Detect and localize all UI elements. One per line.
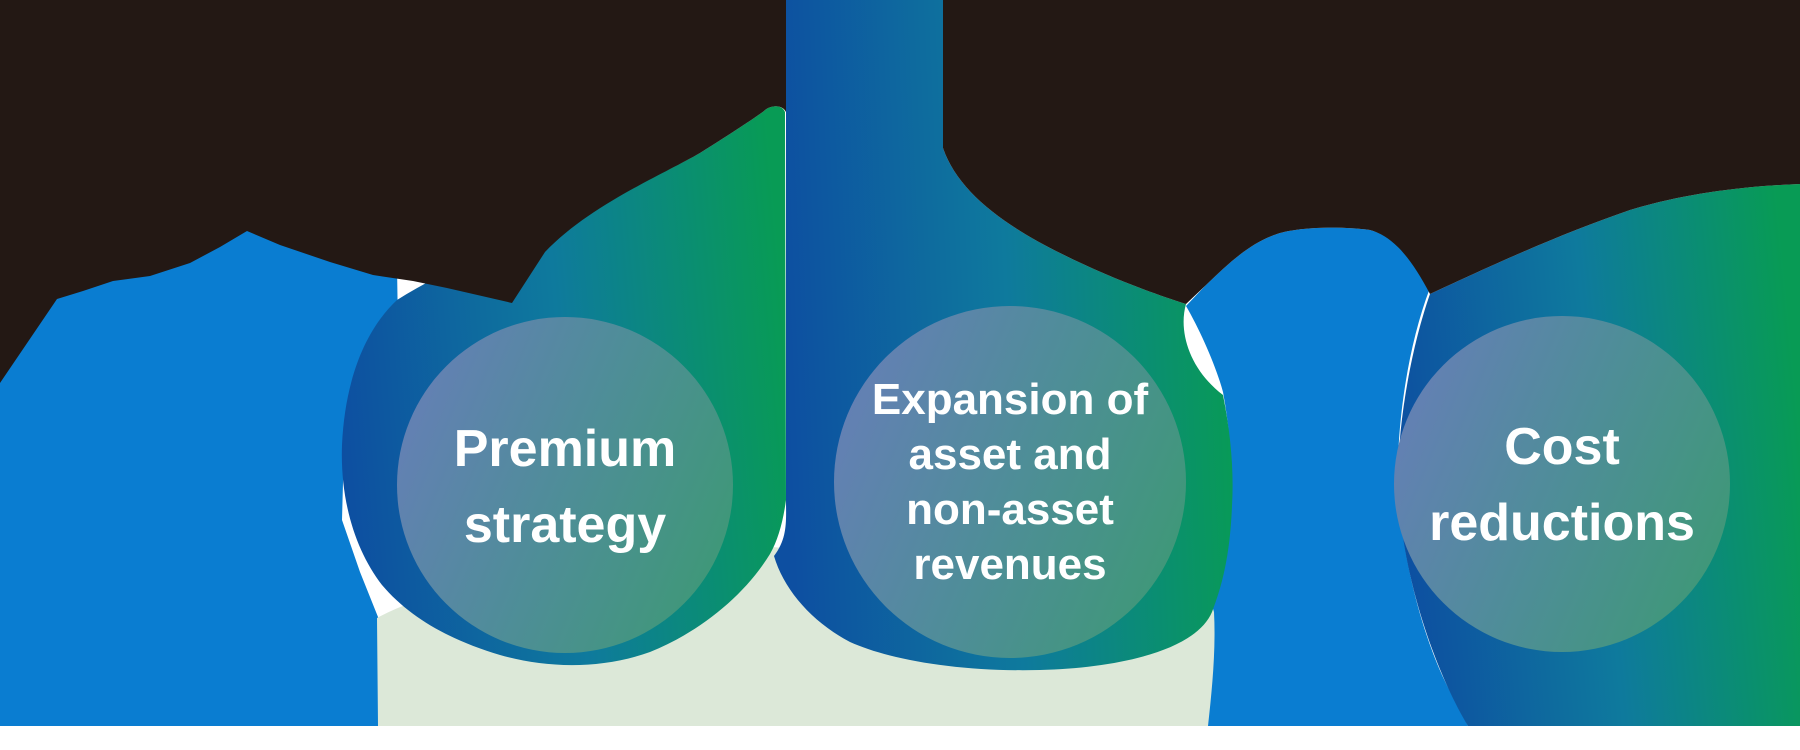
- azure-mountain-middle: [1186, 227, 1468, 726]
- label-line: non-asset: [906, 485, 1114, 534]
- cost-reductions-label: Cost reductions: [1429, 409, 1695, 561]
- label-line: Premium: [453, 420, 677, 478]
- label-line: asset and: [908, 430, 1112, 479]
- expansion-revenues-label: Expansion of asset and non-asset revenue…: [872, 372, 1148, 592]
- expansion-circle: [834, 306, 1186, 658]
- azure-mountain-left: [0, 228, 398, 726]
- label-line: Cost: [1504, 418, 1620, 476]
- label-line: strategy: [463, 496, 667, 554]
- label-line: Expansion of: [871, 375, 1149, 424]
- label-line: revenues: [913, 540, 1107, 589]
- premium-strategy-label: Premium strategy: [454, 411, 677, 563]
- premium-circle: [397, 317, 733, 653]
- cost-circle: [1394, 316, 1730, 652]
- black-silhouette-left: [0, 0, 786, 383]
- label-line: reductions: [1429, 494, 1695, 552]
- black-silhouette-right: [943, 0, 1800, 304]
